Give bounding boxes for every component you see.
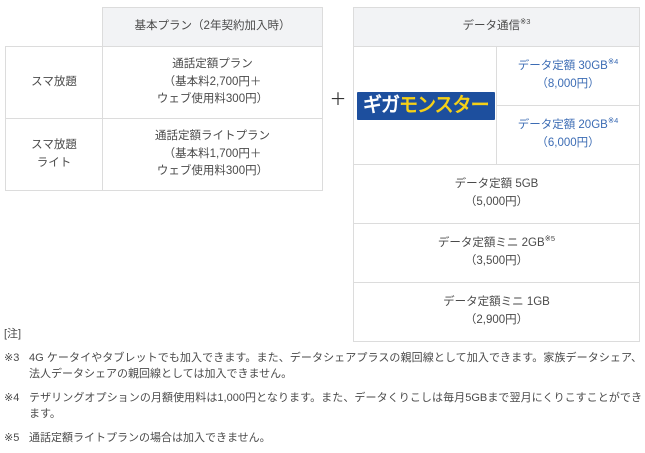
table-header-row: データ通信※3 <box>353 7 640 47</box>
data-plan-table-wrapper: データ通信※3 ギガモンスター データ定額 30GB※4 （8,000円） <box>353 7 640 342</box>
table-row: データ定額ミニ 2GB※5 （3,500円） <box>353 223 640 283</box>
data-plan-footnote-mark: ※5 <box>544 234 556 244</box>
table-header-row: 基本プラン（2年契約加入時） <box>5 7 323 47</box>
data-plan-name-label: データ定額 5GB <box>454 178 539 191</box>
data-plan-name: データ定額ミニ 2GB※5 <box>357 235 636 253</box>
data-plan-table: データ通信※3 ギガモンスター データ定額 30GB※4 （8,000円） <box>353 7 640 342</box>
footnote-item: ※5 通話定額ライトプランの場合は加入できません。 <box>4 430 642 447</box>
table-row: スマ放題 ライト 通話定額ライトプラン （基本料1,700円＋ ウェブ使用料30… <box>5 118 323 191</box>
giga-monster-logo-giga: ギガ <box>363 92 400 117</box>
plan-detail-sumaho-hodai: 通話定額プラン （基本料2,700円＋ ウェブ使用料300円） <box>102 46 323 119</box>
table-row: データ定額ミニ 1GB （2,900円） <box>353 282 640 342</box>
giga-monster-logo: ギガモンスター <box>357 91 495 120</box>
plan-detail-sumaho-hodai-light: 通話定額ライトプラン （基本料1,700円＋ ウェブ使用料300円） <box>102 118 323 191</box>
data-plan-mini-1gb-cell: データ定額ミニ 1GB （2,900円） <box>353 282 640 342</box>
giga-monster-logo-cell: ギガモンスター <box>353 46 497 165</box>
plan-detail-line: ウェブ使用料300円） <box>156 93 269 106</box>
footnote-item: ※4 テザリングオプションの月額使用料は1,000円となります。また、データくり… <box>4 390 642 423</box>
data-plan-5gb-cell: データ定額 5GB （5,000円） <box>353 164 640 224</box>
footnote-text: 4G ケータイやタブレットでも加入できます。また、データシェアプラスの親回線とし… <box>29 351 642 381</box>
plan-detail-line: ウェブ使用料300円） <box>156 165 269 178</box>
data-plan-price: （5,000円） <box>464 196 529 208</box>
data-plan-name: データ定額 30GB※4 <box>500 58 636 76</box>
plan-label-line: スマ放題 <box>31 138 77 151</box>
basic-plan-table: 基本プラン（2年契約加入時） スマ放題 通話定額プラン （基本料2,700円＋ … <box>5 7 323 191</box>
data-plan-header: データ通信※3 <box>353 7 640 47</box>
basic-plan-table-wrapper: 基本プラン（2年契約加入時） スマ放題 通話定額プラン （基本料2,700円＋ … <box>5 7 323 191</box>
footnotes-section: [注] ※3 4G ケータイやタブレットでも加入できます。また、データシェアプラ… <box>4 326 642 453</box>
data-plan-price: （3,500円） <box>464 255 529 267</box>
data-plan-name-label: データ定額ミニ 2GB <box>437 237 545 250</box>
plan-detail-line: 通話定額プラン <box>172 57 253 70</box>
data-plan-name: データ定額ミニ 1GB <box>357 294 636 312</box>
footnotes-title: [注] <box>4 328 22 340</box>
data-plan-header-footnote-mark: ※3 <box>520 17 531 27</box>
data-plan-name: データ定額 20GB※4 <box>500 117 636 135</box>
data-plan-30gb-cell: データ定額 30GB※4 （8,000円） <box>496 46 640 106</box>
data-plan-header-label: データ通信 <box>462 20 521 33</box>
data-plan-name-label: データ定額ミニ 1GB <box>443 296 550 309</box>
data-plan-name: データ定額 5GB <box>357 176 636 194</box>
basic-plan-corner-cell <box>5 7 103 47</box>
footnote-item: ※3 4G ケータイやタブレットでも加入できます。また、データシェアプラスの親回… <box>4 350 642 383</box>
data-plan-price: （8,000円） <box>536 78 600 90</box>
table-row: データ定額 5GB （5,000円） <box>353 164 640 224</box>
footnote-mark: ※3 <box>4 351 20 364</box>
giga-monster-logo-monster: モンスター <box>399 92 490 117</box>
table-row: データ定額 20GB※4 （6,000円） <box>354 105 640 165</box>
data-plan-name-label: データ定額 30GB <box>517 60 608 73</box>
plan-label-sumaho-hodai-light: スマ放題 ライト <box>5 118 103 191</box>
plan-label-line: ライト <box>36 156 72 169</box>
data-plan-footnote-mark: ※4 <box>607 116 619 126</box>
table-row: ギガモンスター データ定額 30GB※4 （8,000円） <box>353 46 640 165</box>
footnote-text: 通話定額ライトプランの場合は加入できません。 <box>29 431 271 444</box>
pricing-tables-area: 基本プラン（2年契約加入時） スマ放題 通話定額プラン （基本料2,700円＋ … <box>5 7 640 342</box>
data-plan-name-label: データ定額 20GB <box>517 119 608 132</box>
plan-label-sumaho-hodai: スマ放題 <box>5 46 103 119</box>
table-row: スマ放題 通話定額プラン （基本料2,700円＋ ウェブ使用料300円） <box>5 46 323 119</box>
data-plan-footnote-mark: ※4 <box>607 57 619 67</box>
plus-operator-icon: ＋ <box>329 90 347 110</box>
plan-detail-line: （基本料1,700円＋ <box>163 147 262 160</box>
data-plan-price: （2,900円） <box>464 314 529 326</box>
footnote-mark: ※5 <box>4 431 20 444</box>
data-plan-price: （6,000円） <box>536 137 600 149</box>
basic-plan-header: 基本プラン（2年契約加入時） <box>102 7 323 47</box>
footnote-text: テザリングオプションの月額使用料は1,000円となります。また、データくりこしは… <box>29 391 642 421</box>
plan-detail-line: 通話定額ライトプラン <box>155 129 270 142</box>
footnote-mark: ※4 <box>4 391 20 404</box>
plan-detail-line: （基本料2,700円＋ <box>163 75 262 88</box>
data-plan-mini-2gb-cell: データ定額ミニ 2GB※5 （3,500円） <box>353 223 640 283</box>
data-plan-20gb-cell: データ定額 20GB※4 （6,000円） <box>496 105 640 165</box>
